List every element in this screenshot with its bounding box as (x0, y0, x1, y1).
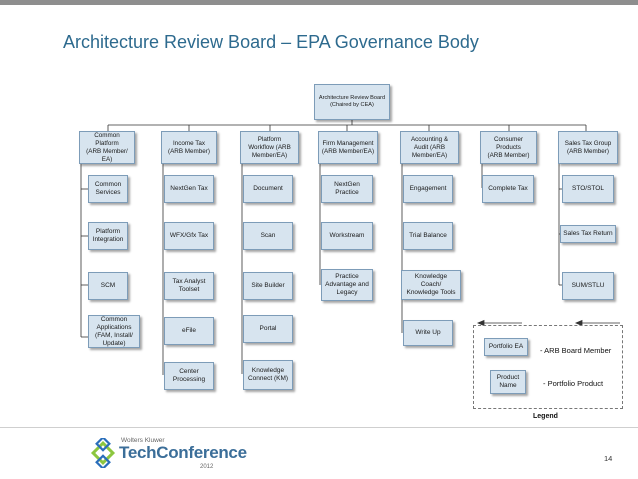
header-sales-tax-group: Sales Tax Group (ARB Member) (558, 131, 618, 164)
node-write-up: Write Up (403, 320, 453, 346)
node-tax-analyst-toolset: Tax Analyst Toolset (164, 272, 214, 300)
header-accounting-audit: Accounting & Audit (ARB Member/EA) (400, 131, 459, 164)
legend-sample-portfolio-ea: Portfolio EA (484, 338, 528, 356)
node-scm: SCM (88, 272, 128, 300)
node-knowledge-coach: Knowledge Coach/ Knowledge Tools (401, 270, 461, 300)
legend-title: Legend (533, 413, 558, 420)
node-sto-stol: STO/STOL (562, 175, 614, 203)
node-knowledge-connect: Knowledge Connect (KM) (243, 360, 293, 390)
legend-sample-product: Product Name (490, 370, 526, 394)
header-income-tax: Income Tax (ARB Member) (161, 131, 217, 164)
node-nextgen-tax: NextGen Tax (164, 175, 214, 203)
node-complete-tax: Complete Tax (482, 175, 534, 203)
node-portal: Portal (243, 315, 293, 343)
node-efile: eFile (164, 317, 214, 345)
brand-conference-name: TechConference (119, 443, 247, 463)
node-platform-integration: Platform Integration (88, 222, 128, 250)
node-trial-balance: Trial Balance (403, 222, 453, 250)
node-practice-advantage: Practice Advantage and Legacy (321, 269, 373, 301)
node-common-services: Common Services (88, 175, 128, 203)
node-site-builder: Site Builder (243, 272, 293, 300)
node-wfx-gfx-tax: WFX/Gfx Tax (164, 222, 214, 250)
node-document: Document (243, 175, 293, 203)
footer-divider (0, 427, 638, 428)
node-sum-stlu: SUM/STLU (562, 272, 614, 300)
node-center-processing: Center Processing (164, 362, 214, 390)
node-sales-tax-return: Sales Tax Return (560, 225, 616, 243)
header-firm-management: Firm Management (ARB Member/EA) (318, 131, 378, 164)
root-node-arb: Architecture Review Board (Chaired by CE… (314, 84, 390, 120)
brand-year: 2012 (200, 464, 213, 470)
header-common-platform: Common Platform (ARB Member/ EA) (79, 131, 135, 164)
legend-product-description: - Portfolio Product (543, 379, 603, 388)
legend-ea-description: - ARB Board Member (540, 346, 611, 355)
node-scan: Scan (243, 222, 293, 250)
wolters-kluwer-logo-icon (88, 438, 118, 468)
header-platform-workflow: Platform Workflow (ARB Member/EA) (240, 131, 299, 164)
page-number: 14 (604, 454, 612, 463)
node-engagement: Engagement (403, 175, 453, 203)
node-common-applications: Common Applications (FAM, Install/ Updat… (88, 315, 140, 348)
header-consumer-products: Consumer Products (ARB Member) (480, 131, 537, 164)
node-nextgen-practice: NextGen Practice (321, 175, 373, 203)
node-workstream: Workstream (321, 222, 373, 250)
